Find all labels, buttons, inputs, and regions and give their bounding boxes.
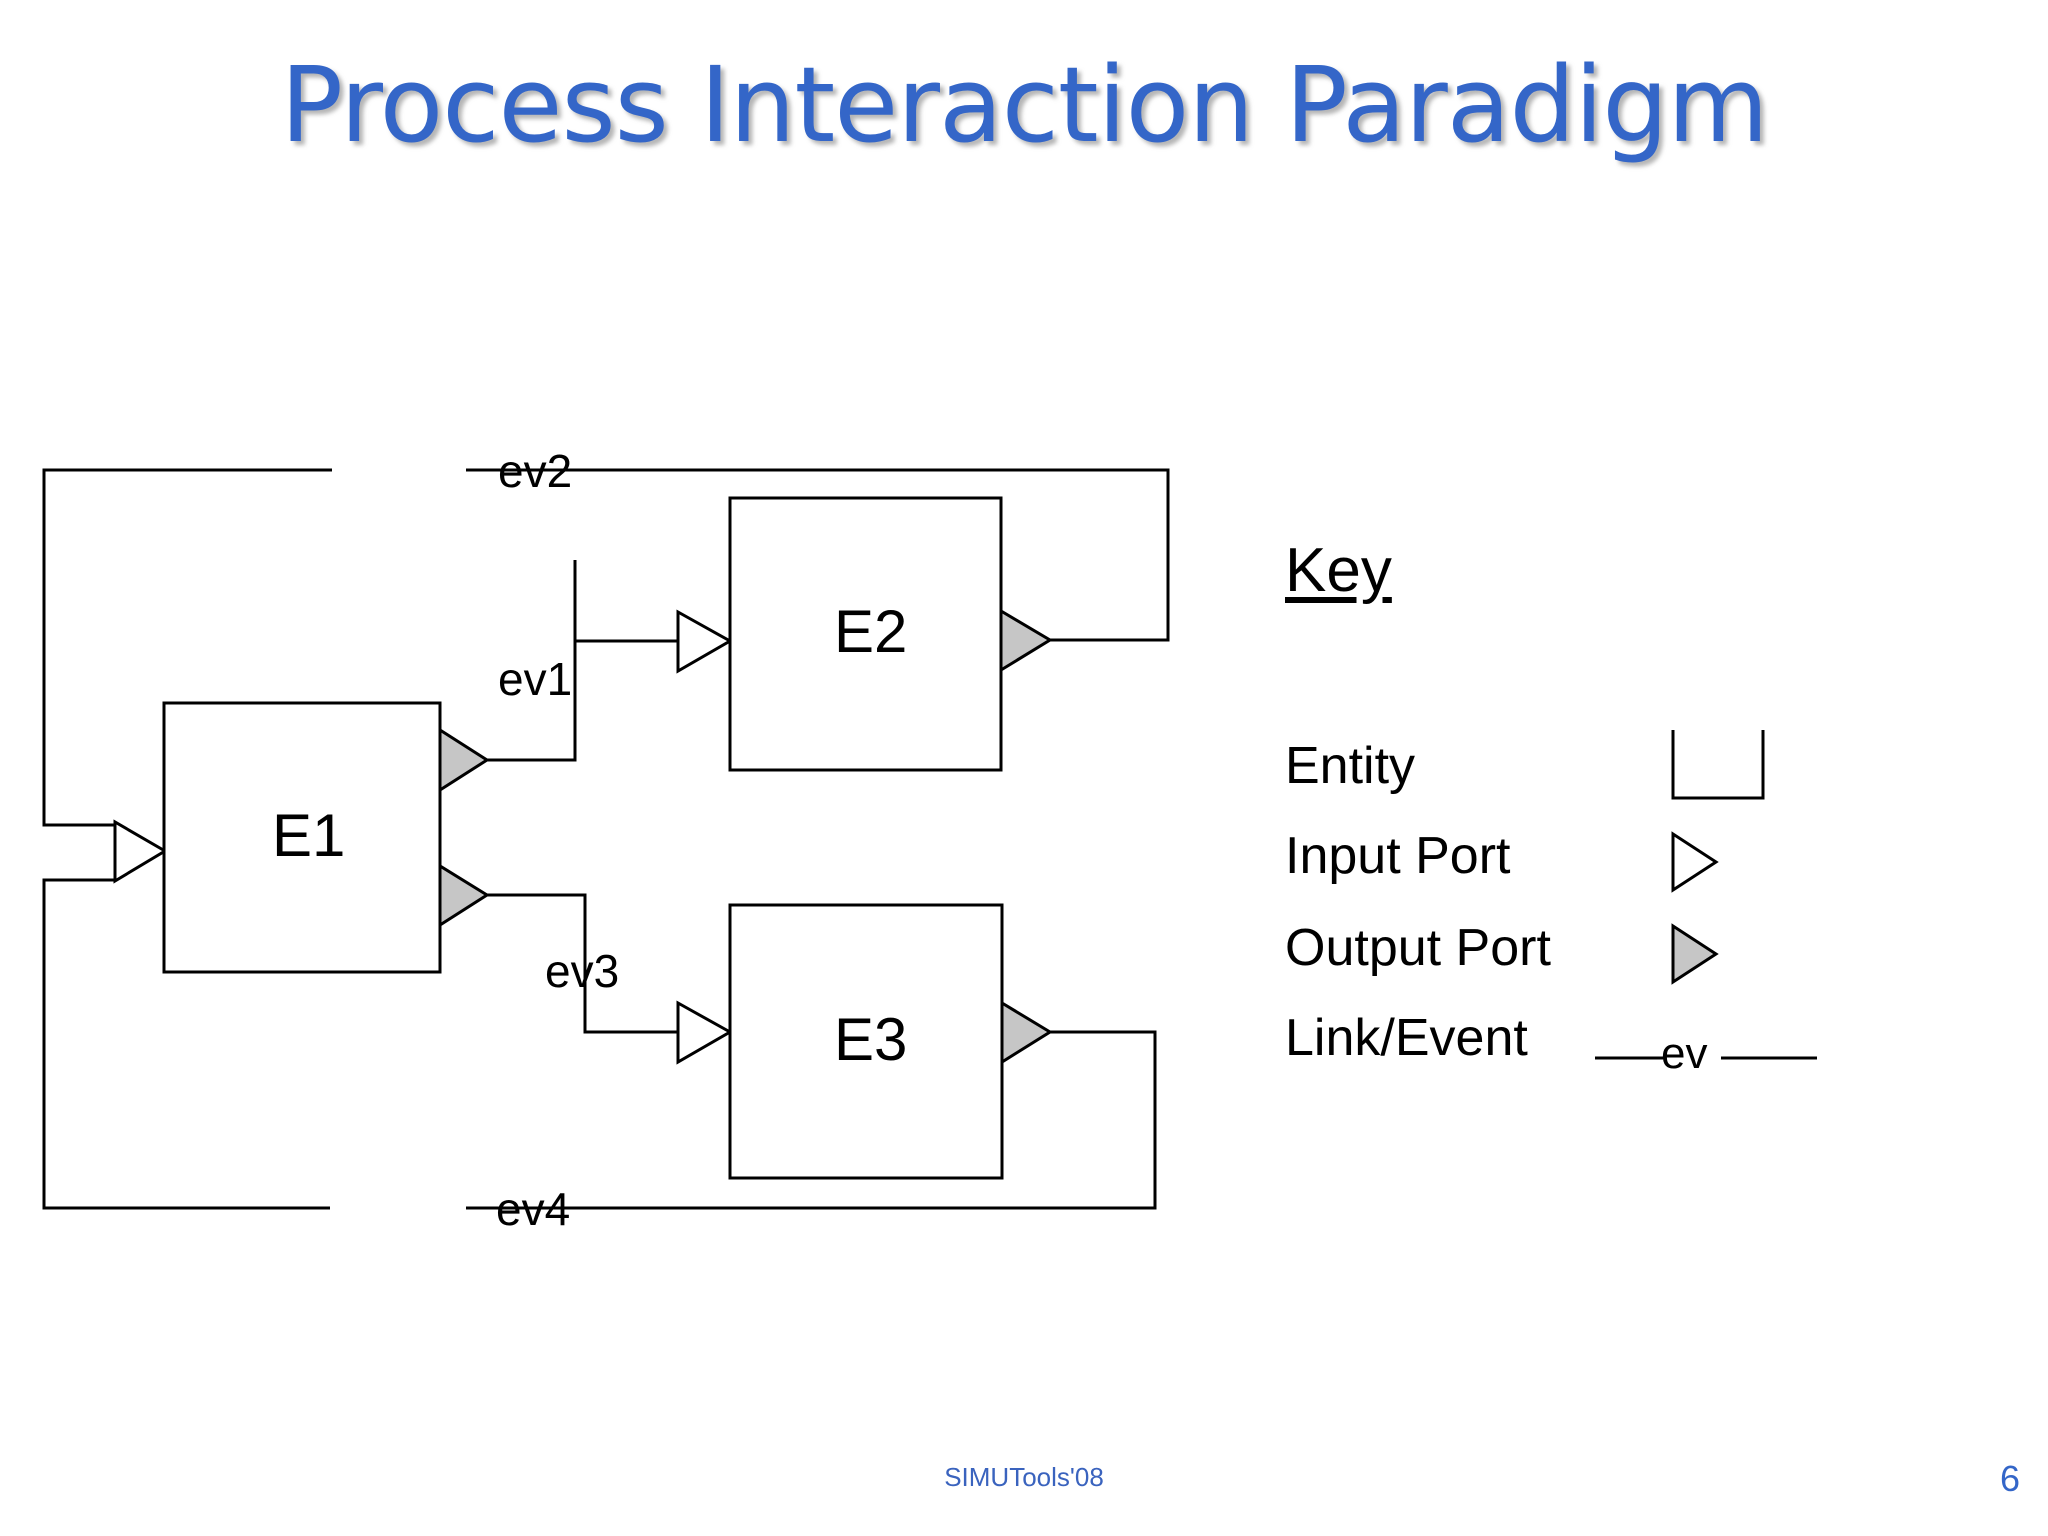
entity-rect-icon	[1671, 696, 1765, 800]
entity-label-e3: E3	[834, 1006, 908, 1073]
key-symbol-output-port	[1625, 912, 1945, 1002]
key-link-event-label: ev	[1661, 1029, 1708, 1078]
key-symbol-link-event: ev	[1595, 1016, 1915, 1106]
entity-box-e1[interactable]	[162, 701, 442, 974]
input-port-triangle-icon	[1671, 831, 1719, 893]
e1-output-port-1[interactable]	[438, 727, 490, 793]
e2-input-port[interactable]	[676, 609, 734, 674]
key-title: Key	[1285, 536, 1392, 605]
output-port-triangle-icon	[1671, 923, 1719, 985]
link-label-ev4: ev4	[496, 1183, 571, 1235]
link-ev3-path	[487, 893, 678, 1034]
key-row-link-event: Link/Event ev	[1285, 1009, 1985, 1078]
key-row-output-port: Output Port	[1285, 919, 1985, 985]
e1-input-port[interactable]	[113, 819, 168, 884]
key-symbol-entity	[1625, 696, 1945, 820]
entity-box-e2[interactable]	[728, 496, 1003, 772]
entity-label-e2: E2	[834, 598, 908, 665]
link-label-ev3: ev3	[545, 945, 620, 997]
footer-page-number: 6	[1999, 1458, 2020, 1499]
key-row-entity: Entity	[1285, 696, 1985, 800]
key-row-label-output-port: Output Port	[1285, 919, 1551, 977]
key-row-label-input-port: Input Port	[1285, 827, 1511, 885]
key-row-label-entity: Entity	[1285, 737, 1416, 795]
key-symbol-input-port	[1625, 820, 1945, 910]
key-row-input-port: Input Port	[1285, 827, 1985, 893]
entity-box-e3[interactable]	[728, 903, 1004, 1180]
link-ev4-path	[42, 878, 1157, 1210]
e2-output-port[interactable]	[999, 608, 1053, 673]
key-row-label-link-event: Link/Event	[1285, 1009, 1528, 1067]
link-ev2-path	[42, 468, 1170, 827]
link-label-ev1: ev1	[498, 653, 573, 705]
link-label-ev2: ev2	[498, 445, 573, 497]
link-ev1-path	[487, 560, 678, 762]
footer-conference-label: SIMUTools'08	[944, 1462, 1104, 1492]
e1-output-port-2[interactable]	[438, 863, 490, 928]
e3-input-port[interactable]	[676, 1000, 734, 1065]
entity-label-e1: E1	[272, 802, 346, 869]
page-title: Process Interaction Paradigm	[280, 44, 1768, 166]
e3-output-port[interactable]	[1000, 1000, 1053, 1065]
